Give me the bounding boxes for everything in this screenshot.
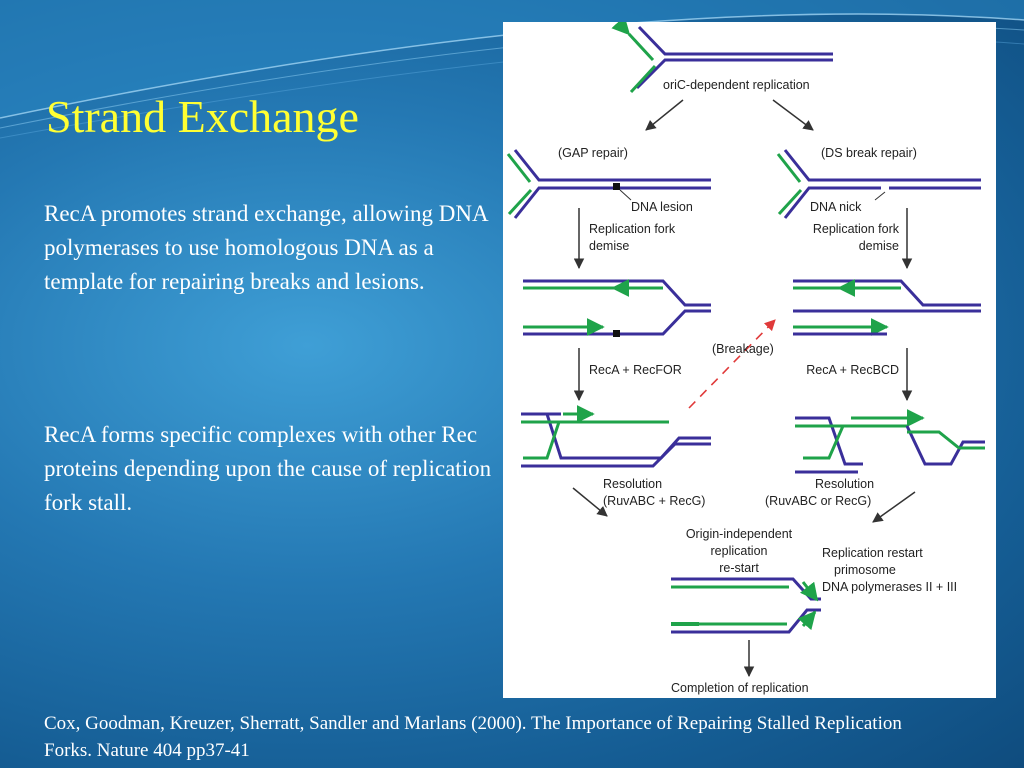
slide-title: Strand Exchange [46,91,359,142]
holliday-junction-left [521,405,711,468]
label-origin-independent-1: Origin-independent [686,527,793,541]
label-reca-recfor: RecA + RecFOR [589,363,682,377]
label-origin-independent-3: re-start [719,561,759,575]
label-restart-1: Replication restart [822,546,923,560]
label-resolution-right-2: (RuvABC or RecG) [765,494,871,508]
arrow-to-ds-break [772,99,814,131]
body-paragraph-2: RecA forms specific complexes with other… [44,422,492,515]
label-fork-demise-left-1: Replication fork [589,222,676,236]
label-completion: Completion of replication [671,681,809,695]
label-restart-2: primosome [834,563,896,577]
label-ds-break-repair: (DS break repair) [821,146,917,160]
label-fork-demise-right-1: Replication fork [813,222,900,236]
replication-fork-repair-diagram: oriC-dependent replication (GAP repair) … [503,22,996,698]
label-fork-demise-right-2: demise [859,239,899,253]
label-reca-recbcd: RecA + RecBCD [806,363,899,377]
restarted-fork [671,577,821,634]
label-dna-lesion: DNA lesion [631,200,693,214]
body-paragraph-1: RecA promotes strand exchange, allowing … [44,201,488,294]
label-oric: oriC-dependent replication [663,78,810,92]
fork-with-nick [776,149,981,219]
label-resolution-left-1: Resolution [603,477,662,491]
breakage-arrow [688,319,776,409]
collapsed-fork-left [523,279,711,337]
collapsed-fork-right [793,279,981,336]
fork-oric [611,22,833,94]
arrow-to-gap-repair [645,99,684,131]
arrow-right-resolution [872,491,916,523]
label-origin-independent-2: replication [711,544,768,558]
label-resolution-left-2: (RuvABC + RecG) [603,494,705,508]
label-restart-3: DNA polymerases II + III [822,580,957,594]
citation: Cox, Goodman, Kreuzer, Sherratt, Sandler… [44,713,902,761]
label-breakage: (Breakage) [712,342,774,356]
arrow-left-resolution [572,487,608,517]
label-resolution-right-1: Resolution [815,477,874,491]
holliday-junction-right [795,409,985,474]
label-gap-repair: (GAP repair) [558,146,628,160]
fork-with-lesion [506,149,711,219]
label-fork-demise-left-2: demise [589,239,629,253]
label-dna-nick: DNA nick [810,200,862,214]
